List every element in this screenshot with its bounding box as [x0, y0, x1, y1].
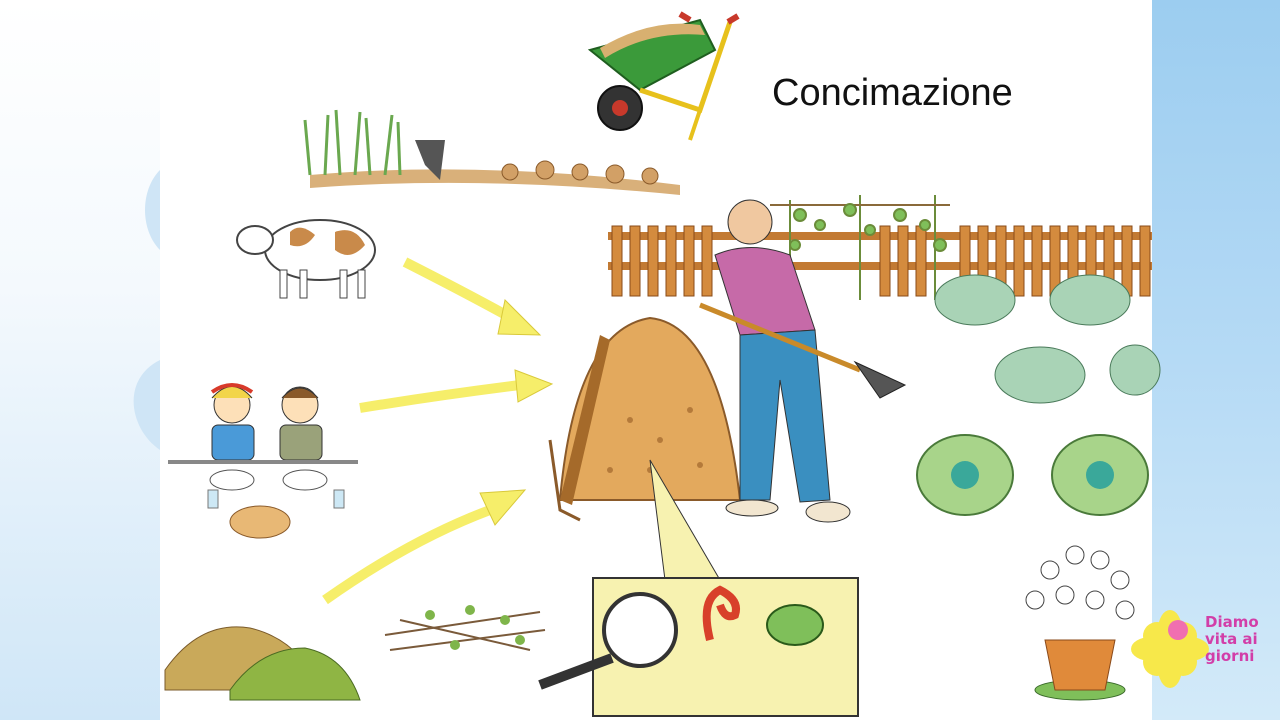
earthworm-icon	[702, 585, 740, 641]
beetle-icon	[766, 604, 824, 646]
left-background-band	[0, 0, 160, 720]
slide-title: Concimazione	[772, 72, 1013, 114]
right-background-band	[1152, 0, 1280, 720]
cow	[236, 219, 376, 299]
cloud-shape	[145, 170, 160, 250]
vine-trellis	[770, 195, 950, 300]
potted-flowers	[1025, 545, 1135, 701]
vegetable-plants	[916, 274, 1161, 516]
gardener	[699, 199, 907, 523]
garden-fence	[608, 225, 1152, 297]
brand-line-2: vita ai	[1205, 630, 1258, 648]
brand-line-3: giorni	[1205, 647, 1255, 665]
brand-line-1: Diamo	[1205, 613, 1259, 631]
arrow-from-clippings	[322, 489, 527, 605]
ploughed-field	[303, 109, 680, 195]
cloud-shape	[133, 360, 160, 450]
wheelbarrow	[587, 11, 740, 141]
compost-heap	[548, 316, 742, 522]
arrow-from-cow	[402, 257, 542, 336]
soil-life-inset	[538, 459, 859, 717]
garden-clippings	[164, 605, 546, 701]
brand-flower-icon	[1131, 610, 1209, 688]
brand-logo-text: Diamo vita ai giorni	[1205, 614, 1259, 665]
arrow-from-meal	[359, 369, 554, 413]
children-at-table	[168, 383, 358, 539]
